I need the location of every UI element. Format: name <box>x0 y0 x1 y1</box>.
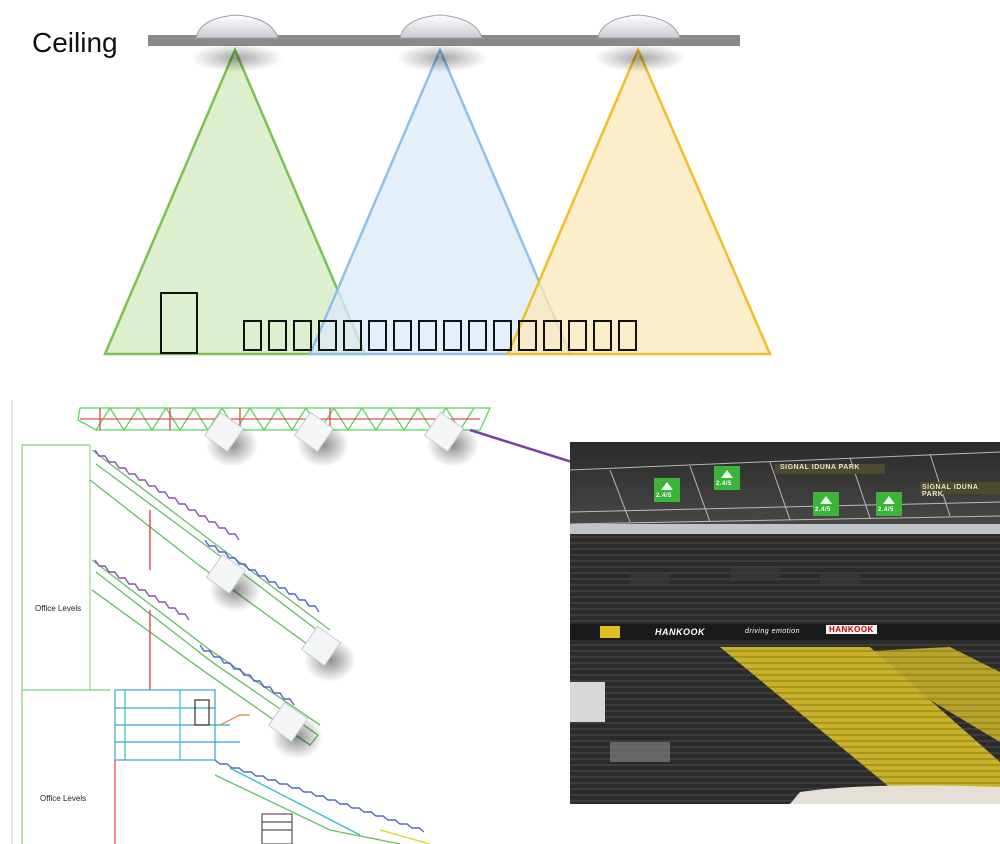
lower-structure <box>114 689 293 844</box>
missing-glyph-box <box>493 320 512 351</box>
missing-glyph-box <box>568 320 587 351</box>
section-access-point-6 <box>267 701 323 759</box>
missing-glyph-box <box>343 320 362 351</box>
missing-glyph-box <box>243 320 262 351</box>
missing-glyph-box <box>318 320 337 351</box>
missing-glyph-box <box>268 320 287 351</box>
ceiling-bar <box>148 35 740 46</box>
wifi-sign-2 <box>714 466 740 490</box>
access-point-2 <box>396 14 488 72</box>
section-access-point-3 <box>423 411 479 467</box>
missing-glyph-box <box>543 320 562 351</box>
roof-truss <box>77 406 492 432</box>
section-access-point-2 <box>293 411 349 467</box>
section-access-point-4 <box>205 553 261 612</box>
yellow-seat-block <box>720 647 1000 804</box>
wifi-sign-4-label: 2.4/5 <box>878 507 894 513</box>
wifi-sign-1 <box>654 478 680 502</box>
wifi-sign-1-label: 2.4/5 <box>656 493 672 499</box>
wifi-sign-3 <box>813 492 839 516</box>
missing-glyph-box <box>418 320 437 351</box>
advert-hankook-1: HANKOOK <box>655 627 705 637</box>
missing-glyph-box <box>518 320 537 351</box>
section-access-point-1 <box>203 411 258 467</box>
roof-banner-2: SIGNAL IDUNA PARK <box>922 484 979 498</box>
roof-banner-1: SIGNAL IDUNA PARK <box>780 464 860 471</box>
missing-glyph-box <box>468 320 487 351</box>
stadium-photo <box>570 442 1000 804</box>
lower-tier <box>214 759 431 844</box>
advert-band <box>570 624 1000 640</box>
coverage-cone-yellow <box>506 46 772 356</box>
ceiling-label: Ceiling <box>32 27 118 58</box>
access-point-1 <box>191 14 283 72</box>
wifi-sign-4 <box>876 492 902 516</box>
advert-tagline: driving emotion <box>745 628 800 635</box>
wifi-sign-2-label: 2.4/5 <box>716 481 732 487</box>
advert-hankook-2: HANKOOK <box>826 625 877 634</box>
missing-glyph-box <box>293 320 312 351</box>
access-point-3 <box>594 14 686 72</box>
missing-glyph-box <box>368 320 387 351</box>
missing-glyph-box <box>160 292 198 354</box>
office-levels-label-upper: Office Levels <box>35 604 82 613</box>
missing-glyph-box <box>593 320 612 351</box>
section-access-point-5 <box>300 625 356 682</box>
office-levels-label-lower: Office Levels <box>40 794 87 803</box>
missing-glyph-box <box>393 320 412 351</box>
coverage-cone-blue <box>308 46 572 356</box>
stadium-section-drawing <box>11 400 492 844</box>
missing-glyph-box <box>618 320 637 351</box>
missing-glyph-caption <box>160 292 680 362</box>
coverage-cone-green <box>103 46 367 356</box>
upper-tier <box>89 449 332 653</box>
coverage-cone-diagram <box>103 14 772 356</box>
missing-glyph-box <box>443 320 462 351</box>
wifi-sign-3-label: 2.4/5 <box>815 507 831 513</box>
